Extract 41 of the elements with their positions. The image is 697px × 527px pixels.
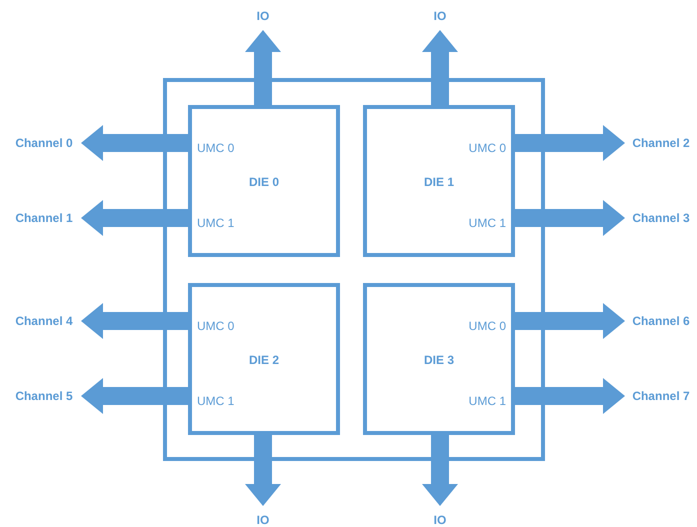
umc-label: UMC 1 xyxy=(197,215,234,232)
port-label: Channel 5 xyxy=(8,388,80,404)
umc-label: UMC 0 xyxy=(468,140,506,157)
umc-label: UMC 1 xyxy=(468,215,506,232)
block-arrow xyxy=(422,30,458,105)
umc-label: UMC 0 xyxy=(468,318,506,335)
port-label: IO xyxy=(251,8,275,24)
block-arrow xyxy=(515,200,625,236)
port-label: IO xyxy=(251,512,275,527)
die-label: DIE 3 xyxy=(422,352,455,369)
port-label: Channel 2 xyxy=(626,135,696,151)
block-arrow xyxy=(245,30,281,105)
umc-label: UMC 1 xyxy=(197,393,234,410)
umc-label: UMC 1 xyxy=(468,393,506,410)
block-arrow xyxy=(515,125,625,161)
die-box xyxy=(363,105,515,257)
block-arrow xyxy=(81,125,188,161)
umc-label: UMC 0 xyxy=(197,140,234,157)
die-label: DIE 2 xyxy=(248,352,280,369)
block-arrow xyxy=(81,303,188,339)
port-label: IO xyxy=(428,512,452,527)
port-label: Channel 1 xyxy=(8,210,80,226)
port-label: Channel 7 xyxy=(626,388,696,404)
die-box xyxy=(188,105,340,257)
block-arrow xyxy=(515,303,625,339)
die-box xyxy=(363,283,515,435)
package-outline xyxy=(163,78,545,461)
port-label: Channel 0 xyxy=(8,135,80,151)
port-label: IO xyxy=(428,8,452,24)
die-box xyxy=(188,283,340,435)
die-label: DIE 1 xyxy=(422,174,455,191)
block-arrow xyxy=(422,435,458,506)
block-arrow xyxy=(245,435,281,506)
block-arrow xyxy=(81,200,188,236)
die-label: DIE 0 xyxy=(248,174,280,191)
block-arrow xyxy=(81,378,188,414)
block-arrow xyxy=(515,378,625,414)
umc-label: UMC 0 xyxy=(197,318,234,335)
port-label: Channel 4 xyxy=(8,313,80,329)
port-label: Channel 6 xyxy=(626,313,696,329)
port-label: Channel 3 xyxy=(626,210,696,226)
